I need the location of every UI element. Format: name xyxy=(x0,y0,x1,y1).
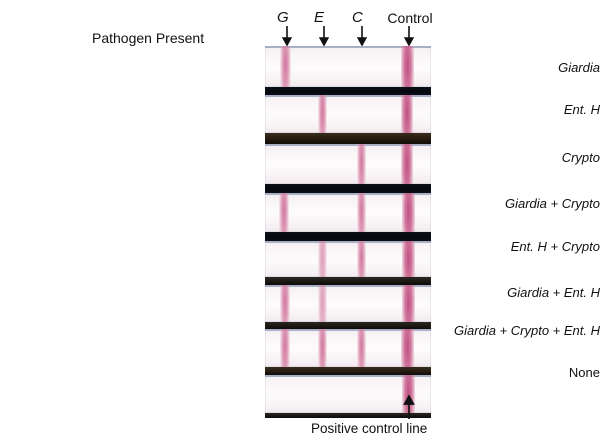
strip-top-edge xyxy=(265,193,431,195)
strip-gap xyxy=(265,367,431,375)
test-strip-giardia-ent-h xyxy=(265,285,431,322)
band-control xyxy=(401,46,414,87)
band-g xyxy=(279,193,289,232)
strip-gap xyxy=(265,232,431,241)
band-e xyxy=(318,241,327,277)
strip-top-edge xyxy=(265,285,431,287)
strip-stack xyxy=(265,46,431,418)
column-arrow-g-icon xyxy=(281,26,293,46)
row-label-giardia: Giardia xyxy=(558,60,600,75)
band-g xyxy=(280,285,290,322)
column-header-control: Control xyxy=(381,11,439,26)
strip-gap xyxy=(265,133,431,144)
band-c xyxy=(357,329,366,367)
positive-control-line-caption: Positive control line xyxy=(311,421,428,436)
strip-top-edge xyxy=(265,95,431,97)
row-label-giardia-crypto-ent-h: Giardia + Crypto + Ent. H xyxy=(454,323,600,338)
strip-top-edge xyxy=(265,329,431,331)
band-c xyxy=(357,241,366,277)
positive-control-arrow-icon xyxy=(402,394,416,419)
test-strip-giardia-crypto xyxy=(265,193,431,232)
band-control xyxy=(402,193,415,232)
strip-gap xyxy=(265,184,431,193)
band-control xyxy=(401,95,413,133)
column-header-control-label: Control xyxy=(387,10,433,26)
row-label-ent-h-crypto: Ent. H + Crypto xyxy=(510,239,600,254)
test-strip-giardia-crypto-ent-h xyxy=(265,329,431,367)
column-arrow-control-icon xyxy=(403,26,415,46)
pathogen-present-label: Pathogen Present xyxy=(92,30,205,46)
strip-gap xyxy=(265,277,431,285)
band-c xyxy=(357,193,366,232)
row-label-none: None xyxy=(568,365,600,380)
test-strip-ent-h-crypto xyxy=(265,241,431,277)
strip-top-edge xyxy=(265,241,431,243)
test-strip-crypto xyxy=(265,144,431,184)
row-label-ent-h: Ent. H xyxy=(563,102,600,117)
band-e xyxy=(318,285,327,322)
strip-gap-bottom xyxy=(265,413,431,418)
band-e xyxy=(318,95,327,133)
row-label-crypto: Crypto xyxy=(561,150,600,165)
column-header-e: E xyxy=(314,10,324,25)
band-control xyxy=(401,329,414,367)
band-control xyxy=(402,285,415,322)
row-label-giardia-ent-h: Giardia + Ent. H xyxy=(507,285,600,300)
band-g xyxy=(280,46,291,87)
test-strip-ent-h xyxy=(265,95,431,133)
column-header-c-label: C xyxy=(352,9,363,26)
column-header-e-label: E xyxy=(314,9,325,26)
test-strip-giardia xyxy=(265,46,431,87)
band-control xyxy=(401,144,413,184)
column-header-c: C xyxy=(352,10,363,25)
strip-top-edge xyxy=(265,144,431,146)
strip-gap xyxy=(265,87,431,95)
column-arrow-c-icon xyxy=(356,26,368,46)
strip-gap xyxy=(265,322,431,329)
band-control xyxy=(402,241,415,277)
column-header-g-label: G xyxy=(277,9,289,26)
column-arrow-e-icon xyxy=(318,26,330,46)
band-e xyxy=(318,329,327,367)
column-header-g: G xyxy=(277,10,289,25)
band-g xyxy=(280,329,290,367)
row-label-giardia-crypto: Giardia + Crypto xyxy=(504,196,600,211)
band-c xyxy=(357,144,366,184)
strip-top-edge xyxy=(265,375,431,377)
strip-top-edge xyxy=(265,46,431,48)
